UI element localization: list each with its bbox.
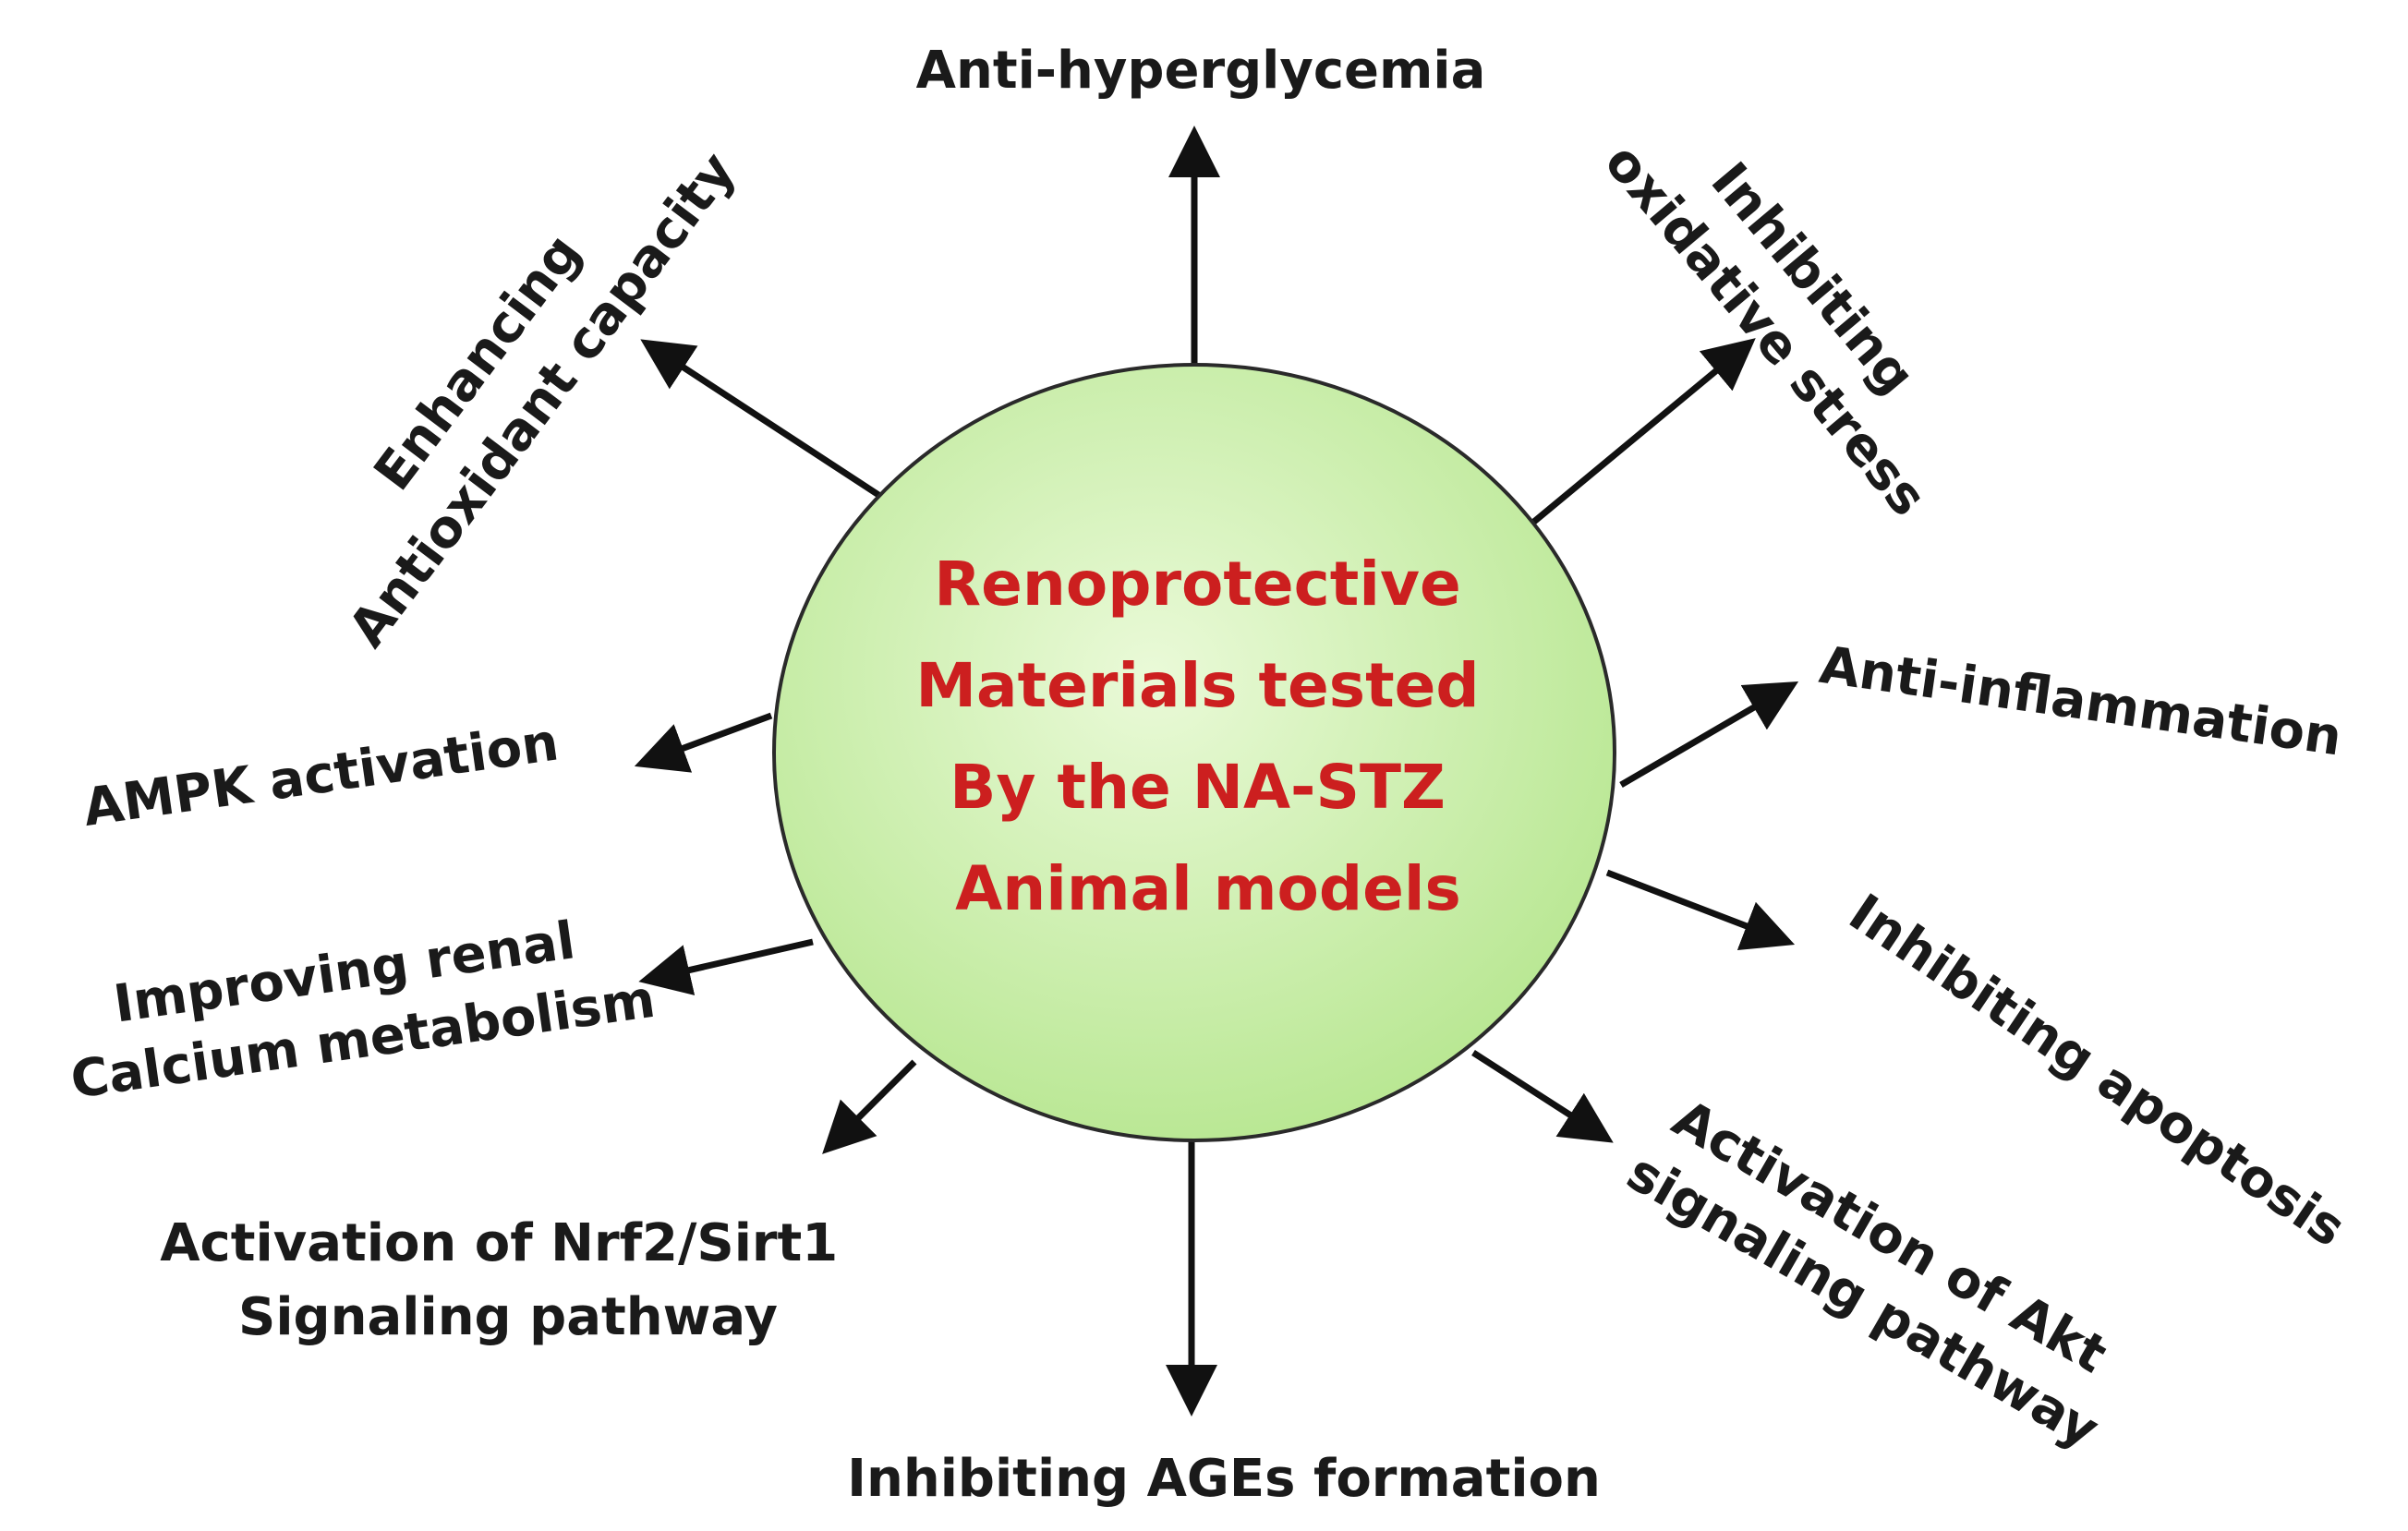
- arrow-akt-activation: [1471, 1050, 1614, 1143]
- center-line-1: Renoprotective: [934, 549, 1460, 620]
- center-line-2: Materials tested: [915, 650, 1479, 721]
- label-akt-activation: Activation of Akt signaling pathway: [1617, 1082, 2144, 1461]
- label-antioxidant-capacity: Enhancing Antioxidant capacity: [278, 97, 747, 658]
- label-anti-inflammation: Anti-inflammation: [1816, 635, 2345, 768]
- arrows: [634, 126, 1799, 1416]
- arrow-inhibiting-oxidative-stress: [1517, 338, 1756, 536]
- arrow-ampk-activation: [634, 712, 773, 773]
- label-inhibiting-apoptosis: Inhibiting apoptosis: [1838, 883, 2355, 1259]
- arrow-anti-inflammation: [1619, 681, 1799, 789]
- label-anti-hyperglycemia: Anti-hyperglycemia: [916, 41, 1486, 101]
- arrow-inhibiting-apoptosis: [1605, 869, 1796, 951]
- label-ampk-activation: AMPK activation: [79, 712, 563, 838]
- label-inhibiting-ages: Inhibiting AGEs formation: [847, 1449, 1601, 1509]
- center-title: Renoprotective Materials tested By the N…: [915, 549, 1500, 924]
- center-line-3: By the NA-STZ: [950, 752, 1446, 823]
- center-circle: [772, 363, 1616, 1142]
- label-renal-calcium: Improving renal Calcium metabolism: [57, 900, 659, 1110]
- center-line-4: Animal models: [955, 853, 1461, 924]
- arrow-renal-calcium: [638, 938, 814, 995]
- arrow-nrf2-sirt1: [822, 1059, 917, 1154]
- label-nrf2-sirt1: Activation of Nrf2/Sirt1 Signaling pathw…: [160, 1213, 856, 1347]
- label-inhibiting-oxidative-stress: Inhibiting oxidative stress: [1592, 88, 1991, 527]
- arrow-antioxidant-capacity: [640, 339, 893, 506]
